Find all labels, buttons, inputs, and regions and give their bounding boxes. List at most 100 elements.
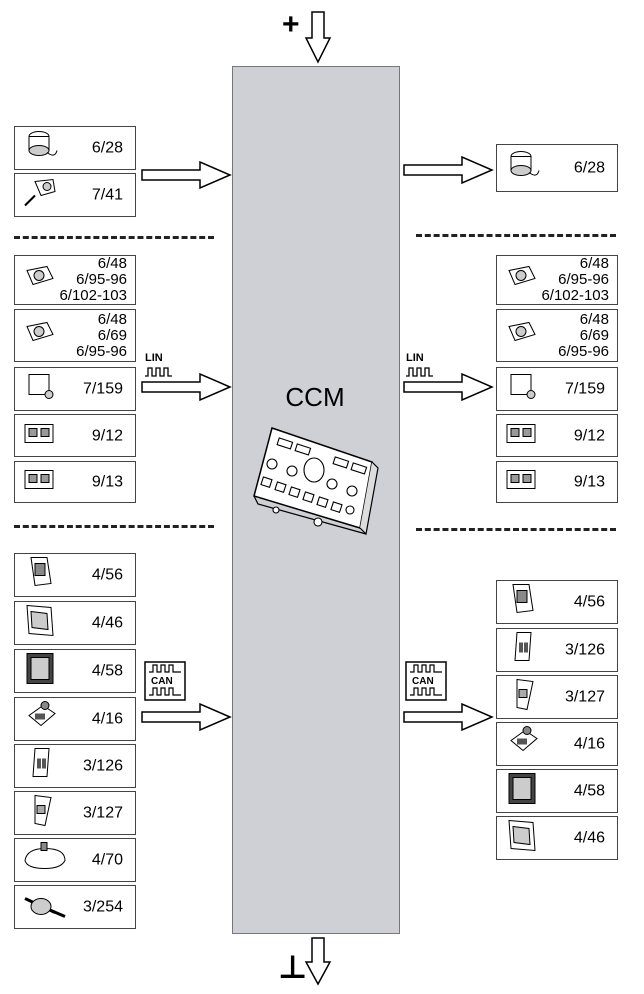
control-module-icon: [21, 650, 61, 693]
component-box: 9/13: [496, 461, 618, 503]
control-module-icon: [21, 602, 61, 645]
steering-module-icon: [21, 887, 69, 928]
arrow-left-lin: [141, 372, 232, 402]
can-label-right: CAN: [412, 676, 434, 687]
component-box: 3/126: [496, 628, 618, 672]
component-box: 4/58: [14, 649, 136, 693]
arrow-left-can: [141, 702, 232, 732]
sensor-module-icon: [503, 369, 543, 410]
separator-left-2: [14, 525, 214, 528]
separator-left-1: [14, 236, 214, 239]
arrow-right-lin: [403, 372, 494, 402]
component-code: 4/58: [91, 662, 123, 680]
component-code: 4/56: [91, 566, 123, 584]
control-module-icon: [503, 770, 543, 813]
control-module-icon: [21, 698, 61, 741]
component-code: 3/254: [82, 898, 123, 916]
component-code: 4/46: [573, 829, 605, 847]
component-code: 4/58: [573, 782, 605, 800]
component-code: 4/56: [573, 593, 605, 611]
component-code: 6/28: [91, 139, 123, 157]
sensor-icon: [21, 174, 63, 217]
damper-motor-icon: [21, 316, 59, 355]
component-box: 4/16: [14, 697, 136, 741]
damper-motor-icon: [503, 261, 541, 300]
component-code: 4/70: [91, 851, 123, 869]
separator-right-2: [416, 528, 616, 531]
lin-label-left: LIN: [145, 352, 163, 364]
component-code: 9/12: [573, 427, 605, 444]
connector-module-icon: [503, 463, 543, 502]
component-box: 3/254: [14, 885, 136, 929]
can-label-left: CAN: [151, 676, 173, 687]
lin-waveform-right: [406, 367, 433, 377]
component-box: 6/28: [496, 144, 618, 192]
component-code: 7/41: [91, 186, 123, 204]
component-code: 7/159: [564, 380, 605, 398]
arrow-right-can: [403, 702, 494, 732]
ground-output-arrow: [304, 937, 332, 986]
component-box: 7/159: [14, 367, 136, 411]
switch-panel-icon: [21, 745, 61, 788]
switch-panel-icon: [503, 629, 543, 672]
component-box: 4/46: [14, 601, 136, 645]
component-code: 4/46: [91, 614, 123, 632]
component-code: 4/16: [573, 735, 605, 753]
control-module-icon: [503, 817, 543, 860]
component-code: 9/12: [91, 427, 123, 444]
ccm-control-panel-icon: [253, 427, 379, 536]
component-box: 7/159: [496, 367, 618, 411]
component-code: 7/159: [82, 380, 123, 398]
component-box: 4/70: [14, 838, 136, 882]
component-box: 6/28: [14, 126, 136, 170]
component-box: 3/126: [14, 744, 136, 788]
connector-module-icon: [21, 463, 61, 502]
switch-panel-icon: [503, 676, 543, 719]
plus-symbol: +: [282, 8, 300, 41]
separator-right-1: [416, 234, 616, 237]
component-box: 3/127: [496, 675, 618, 719]
connector-module-icon: [21, 416, 61, 455]
damper-motor-icon: [21, 261, 59, 300]
blower-motor-icon: [21, 127, 63, 170]
component-code: 3/126: [564, 641, 605, 659]
damper-motor-icon: [503, 316, 541, 355]
component-code: 3/127: [82, 804, 123, 822]
lin-label-right: LIN: [406, 352, 424, 364]
control-module-icon: [503, 581, 543, 624]
switch-panel-icon: [21, 792, 61, 835]
arrow-right-group1: [403, 155, 494, 185]
arrow-left-group1: [141, 160, 232, 190]
component-box: 4/46: [496, 816, 618, 860]
component-box: 9/13: [14, 461, 136, 503]
component-box: 4/56: [496, 580, 618, 624]
component-box: 7/41: [14, 173, 136, 217]
ground-symbol: ⊥: [278, 948, 307, 986]
sensor-module-icon: [21, 369, 61, 410]
control-module-icon: [503, 723, 543, 766]
component-code: 3/126: [82, 757, 123, 775]
ccm-label: CCM: [285, 382, 345, 412]
component-code: 9/13: [91, 473, 123, 491]
mirror-icon: [21, 841, 69, 880]
blower-motor-icon: [503, 147, 545, 190]
component-code: 9/13: [573, 473, 605, 491]
control-module-icon: [21, 554, 61, 597]
component-code: 4/16: [91, 710, 123, 728]
component-box: 4/16: [496, 722, 618, 766]
component-code: 3/127: [564, 688, 605, 706]
power-input-arrow: [304, 11, 332, 64]
component-code: 6/28: [573, 159, 605, 177]
component-box: 9/12: [14, 414, 136, 457]
component-box: 4/56: [14, 553, 136, 597]
component-box: 3/127: [14, 791, 136, 835]
